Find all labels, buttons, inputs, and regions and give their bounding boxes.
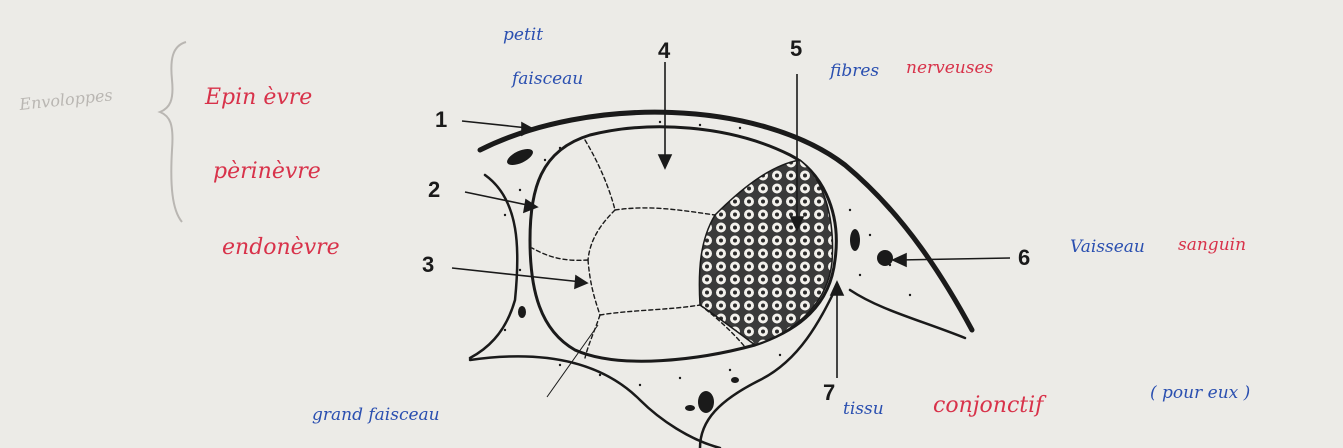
label-petit: petit — [503, 25, 543, 45]
label-nerveuses: nerveuses — [906, 58, 994, 78]
label-epinevre: Epin èvre — [204, 85, 312, 110]
label-conjonctif: conjonctif — [933, 393, 1047, 418]
nerve-cross-section — [470, 112, 972, 448]
number-6: 6 — [1018, 245, 1030, 270]
number-1: 1 — [435, 107, 447, 132]
outer-connective-left — [470, 175, 517, 358]
envelopes-label: Envoloppes — [17, 85, 113, 114]
number-2: 2 — [428, 177, 440, 202]
outer-connective-right — [850, 290, 965, 338]
label-grand-faisceau: grand faisceau — [312, 405, 440, 425]
outer-connective-bottom — [470, 356, 720, 448]
envelope-bracket — [160, 42, 186, 222]
nerve-fibers-region — [699, 160, 832, 345]
number-3: 3 — [422, 252, 434, 277]
label-sanguin: sanguin — [1178, 235, 1246, 255]
label-fibres: fibres — [828, 61, 879, 81]
label-tissu: tissu — [843, 399, 884, 419]
number-5: 5 — [790, 36, 802, 61]
label-vaisseau: Vaisseau — [1070, 237, 1145, 257]
label-endonevre: endonèvre — [222, 235, 340, 260]
label-pour-eux: ( pour eux ) — [1150, 383, 1250, 403]
label-faisceau-small: faisceau — [510, 69, 583, 89]
number-7: 7 — [823, 380, 835, 405]
number-4: 4 — [658, 38, 671, 63]
label-perinevre: pèrinèvre — [213, 159, 321, 184]
